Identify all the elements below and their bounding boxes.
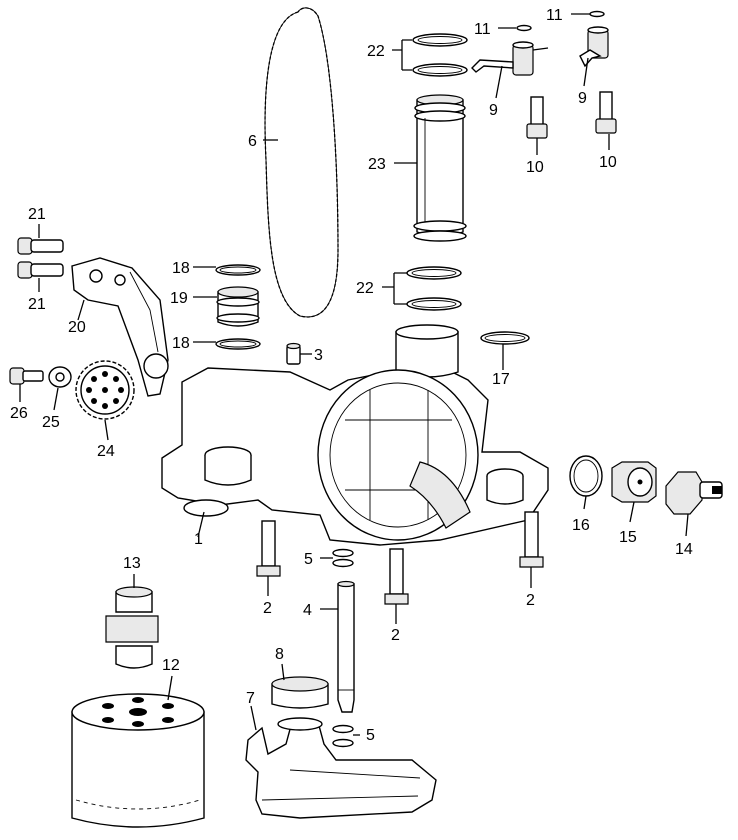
callout-6: 6 (248, 133, 257, 150)
part-18-o-ring-lower[interactable] (215, 338, 261, 350)
callout-17: 17 (492, 371, 510, 388)
callout-9-left: 9 (489, 102, 498, 119)
callout-24: 24 (97, 443, 115, 460)
part-5-o-rings-lower[interactable] (332, 724, 354, 748)
callout-14: 14 (675, 541, 693, 558)
part-11-small-o-rings[interactable] (516, 10, 605, 32)
callout-21-lower: 21 (28, 296, 46, 313)
callout-11-right: 11 (546, 7, 563, 24)
callout-25: 25 (42, 414, 60, 431)
part-6-timing-chain[interactable] (264, 7, 339, 318)
callout-4: 4 (303, 602, 312, 619)
part-26-bolt[interactable] (9, 367, 44, 385)
callout-1: 1 (194, 531, 203, 548)
callout-5-upper: 5 (304, 551, 313, 568)
part-21-bolt-upper[interactable] (17, 237, 64, 255)
part-16-seal-ring[interactable] (569, 455, 603, 497)
part-22-upper-o-rings[interactable] (412, 33, 468, 77)
callout-numbers: 1 2 2 2 3 4 5 5 6 7 8 9 9 10 10 11 11 12… (10, 7, 693, 744)
part-2-bolt-center[interactable] (384, 548, 409, 605)
callout-10-right: 10 (599, 154, 617, 171)
callout-18-upper: 18 (172, 260, 190, 277)
part-8-cap[interactable] (271, 676, 329, 709)
callout-5-lower: 5 (366, 727, 375, 744)
part-19-sleeve[interactable] (216, 286, 260, 327)
callout-2-right: 2 (526, 592, 535, 609)
callout-19: 19 (170, 290, 188, 307)
part-18-o-ring-upper[interactable] (215, 264, 261, 276)
callout-15: 15 (619, 529, 637, 546)
callout-22-upper: 22 (367, 43, 385, 60)
callout-2-center: 2 (391, 627, 400, 644)
part-10-jet-bolt-right[interactable] (595, 91, 617, 134)
callout-11-left: 11 (474, 21, 491, 38)
part-25-washer[interactable] (48, 366, 72, 388)
part-24-sprocket[interactable] (75, 360, 135, 420)
part-10-jet-bolt-left[interactable] (526, 96, 548, 139)
callout-10-left: 10 (526, 159, 544, 176)
callout-26: 26 (10, 405, 28, 422)
part-15-plug[interactable] (611, 461, 657, 503)
callout-7: 7 (246, 690, 255, 707)
part-9-oil-jet-right[interactable] (579, 26, 609, 68)
leader-lines (19, 13, 689, 736)
callout-12: 12 (162, 657, 180, 674)
part-2-bolt-right[interactable] (519, 511, 544, 568)
part-14-pressure-sensor[interactable] (665, 471, 723, 515)
callout-13: 13 (123, 555, 141, 572)
part-1-oil-pump-housing[interactable] (161, 324, 549, 546)
part-7-oil-strainer[interactable] (245, 717, 437, 819)
part-21-bolt-lower[interactable] (17, 261, 64, 279)
part-17-o-ring[interactable] (480, 331, 530, 345)
part-4-oil-tube[interactable] (337, 580, 355, 713)
callout-21-upper: 21 (28, 206, 46, 223)
callout-23: 23 (368, 156, 386, 173)
callout-9-right: 9 (578, 90, 587, 107)
part-13-filter-adapter[interactable] (105, 586, 159, 669)
part-22-lower-o-rings[interactable] (406, 266, 462, 311)
part-3-dowel[interactable] (286, 342, 301, 365)
part-20-chain-guide-bracket[interactable] (71, 257, 169, 397)
callout-2-left: 2 (263, 600, 272, 617)
part-23-intake-tube[interactable] (413, 94, 467, 242)
callout-18-lower: 18 (172, 335, 190, 352)
callout-3: 3 (314, 347, 323, 364)
callout-16: 16 (572, 517, 590, 534)
part-5-o-rings-upper[interactable] (332, 548, 354, 568)
callout-8: 8 (275, 646, 284, 663)
callout-20: 20 (68, 319, 86, 336)
part-12-oil-filter[interactable] (71, 693, 205, 828)
part-9-oil-jet-left[interactable] (471, 41, 549, 76)
part-2-bolt-left[interactable] (256, 520, 281, 577)
callout-22-lower: 22 (356, 280, 374, 297)
